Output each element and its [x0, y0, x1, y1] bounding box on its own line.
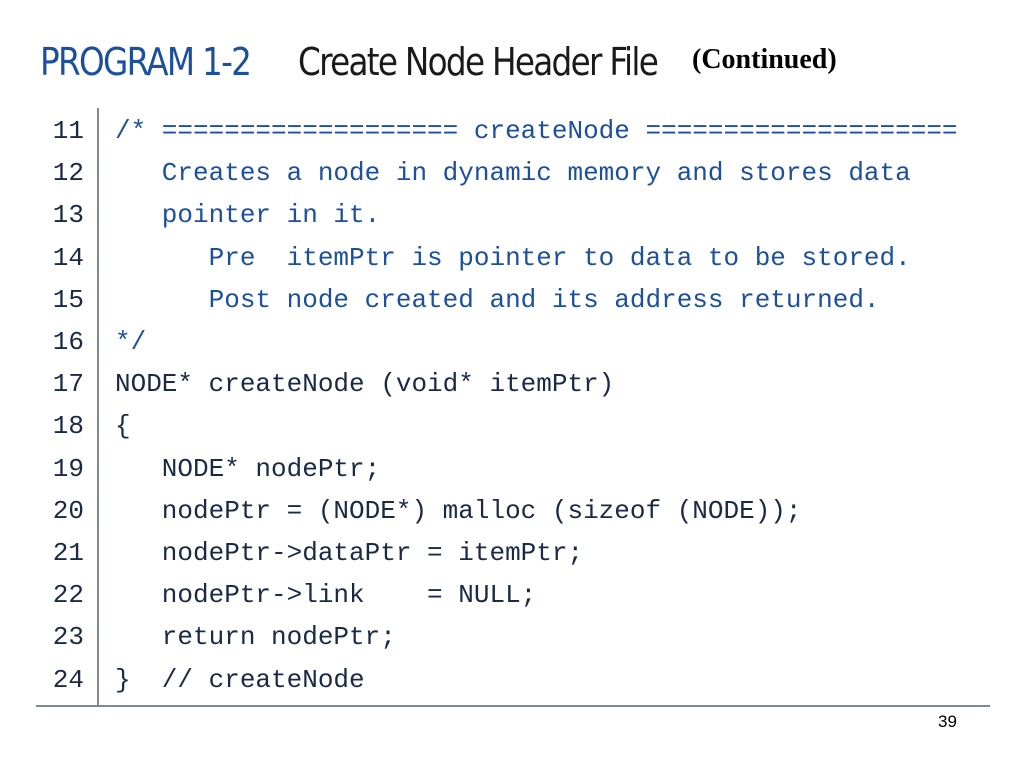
- code-text: return nodePtr;: [115, 622, 396, 653]
- line-number: 17: [52, 369, 84, 400]
- line-number-divider: [97, 108, 99, 705]
- code-line: 12 Creates a node in dynamic memory and …: [0, 152, 1024, 194]
- code-text: NODE* createNode (void* itemPtr): [115, 369, 615, 400]
- program-name: Create Node Header File: [298, 40, 659, 84]
- code-comment-text: /* =================== createNode ======…: [115, 116, 958, 146]
- line-number: 18: [52, 411, 84, 442]
- code-comment-text: */: [115, 327, 147, 357]
- program-label: PROGRAM 1-2: [40, 40, 252, 84]
- code-line: 13 pointer in it.: [0, 194, 1024, 236]
- line-number: 13: [52, 200, 84, 231]
- code-line: 18 {: [0, 405, 1024, 447]
- code-line: 16 */: [0, 321, 1024, 363]
- code-line: 22 nodePtr->link = NULL;: [0, 574, 1024, 616]
- code-comment-text: pointer in it.: [115, 200, 381, 231]
- line-number: 15: [52, 284, 84, 315]
- line-number: 11: [52, 116, 84, 146]
- code-comment-text: Pre itemPtr is pointer to data to be sto…: [115, 242, 911, 273]
- code-line: 23 return nodePtr;: [0, 616, 1024, 658]
- line-number: 14: [52, 242, 84, 273]
- line-number: 19: [52, 453, 84, 484]
- line-number: 24: [52, 664, 84, 695]
- code-text: NODE* nodePtr;: [115, 453, 381, 484]
- bottom-rule: [36, 705, 990, 707]
- line-number: 22: [52, 580, 84, 611]
- code-text: nodePtr->link = NULL;: [115, 580, 537, 611]
- code-line: 15 Post node created and its address ret…: [0, 279, 1024, 321]
- line-number: 23: [52, 622, 84, 653]
- line-number: 12: [52, 158, 84, 189]
- line-number: 21: [52, 538, 84, 568]
- code-line: 21 nodePtr->dataPtr = itemPtr;: [0, 532, 1024, 574]
- code-text: } // createNode: [115, 664, 365, 695]
- line-number: 16: [52, 327, 84, 357]
- code-line: 19 NODE* nodePtr;: [0, 448, 1024, 490]
- code-line: 14 Pre itemPtr is pointer to data to be …: [0, 237, 1024, 279]
- code-comment-text: Post node created and its address return…: [115, 284, 880, 315]
- code-text: nodePtr = (NODE*) malloc (sizeof (NODE))…: [115, 495, 802, 526]
- code-comment-text: Creates a node in dynamic memory and sto…: [115, 158, 911, 189]
- page-number: 39: [938, 712, 957, 731]
- code-line: 11 /* =================== createNode ====…: [0, 110, 1024, 152]
- code-line: 20 nodePtr = (NODE*) malloc (sizeof (NOD…: [0, 490, 1024, 532]
- code-text: {: [115, 411, 131, 442]
- code-line: 24 } // createNode: [0, 659, 1024, 701]
- line-number: 20: [52, 495, 84, 526]
- code-text: nodePtr->dataPtr = itemPtr;: [115, 538, 584, 568]
- continued-label: (Continued): [692, 44, 837, 75]
- code-line: 17 NODE* createNode (void* itemPtr): [0, 363, 1024, 405]
